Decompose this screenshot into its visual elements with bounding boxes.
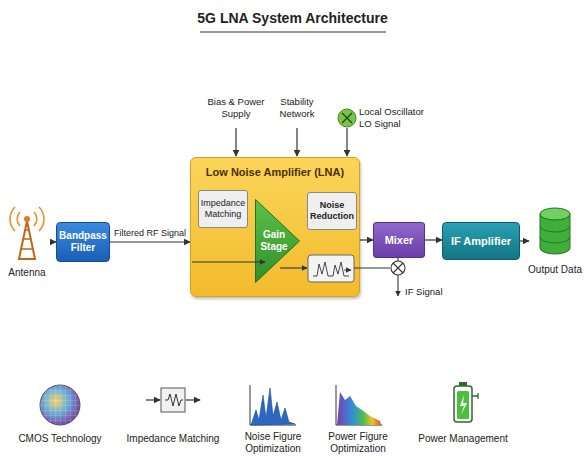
icon-caption: Noise Figure Optimization xyxy=(233,431,313,455)
node-label: Antenna xyxy=(8,267,45,279)
signal-label: IF Signal xyxy=(405,286,455,298)
node-label: Impedance Matching xyxy=(201,198,246,220)
filter-box: Bandpass Filter xyxy=(56,222,110,262)
diagram-title: 5G LNA System Architecture xyxy=(0,10,585,26)
antenna-icon: Antenna xyxy=(3,203,51,283)
lna-block: Low Noise Amplifier (LNA) Impedance Match… xyxy=(190,157,360,297)
node-label: Mixer xyxy=(385,234,414,247)
node-label: Output Data xyxy=(528,264,582,276)
battery-icon xyxy=(454,382,478,422)
signal-label: Stability Network xyxy=(272,96,322,120)
signal-arrow xyxy=(425,239,442,240)
amplifier-box: IF Amplifier xyxy=(442,222,520,260)
database-icon: Output Data xyxy=(529,206,581,292)
node-label: Bandpass Filter xyxy=(59,230,107,254)
process-box: Impedance Matching xyxy=(198,190,248,228)
signal-arrow xyxy=(520,240,529,241)
process-box: Noise Reduction xyxy=(307,192,357,230)
noise-figure-icon xyxy=(250,385,296,425)
icon-caption: CMOS Technology xyxy=(10,433,110,445)
impedance-matching-icon xyxy=(146,388,200,412)
edge-label: Filtered RF Signal xyxy=(113,227,187,239)
antenna-art xyxy=(7,203,47,261)
signal-label: Local Oscillator LO Signal xyxy=(359,106,439,130)
node-label: Gain Stage xyxy=(259,229,289,253)
node-label: IF Amplifier xyxy=(451,235,511,248)
database-art xyxy=(538,206,572,256)
node-label: Noise Reduction xyxy=(310,200,354,222)
signal-arrow xyxy=(360,239,373,240)
cmos-wafer-icon xyxy=(40,385,80,425)
icon-caption: Power Management xyxy=(413,433,513,445)
node-label: Low Noise Amplifier (LNA) xyxy=(206,166,344,179)
power-figure-icon xyxy=(336,385,382,425)
signal-arrow xyxy=(110,241,190,242)
gain-triangle: Gain Stage xyxy=(255,199,300,283)
icon-caption: Impedance Matching xyxy=(123,433,223,445)
signal-label: Bias & Power Supply xyxy=(206,96,266,120)
mixer-box: Mixer xyxy=(373,222,425,258)
icon-caption: Power Figure Optimization xyxy=(318,431,398,455)
